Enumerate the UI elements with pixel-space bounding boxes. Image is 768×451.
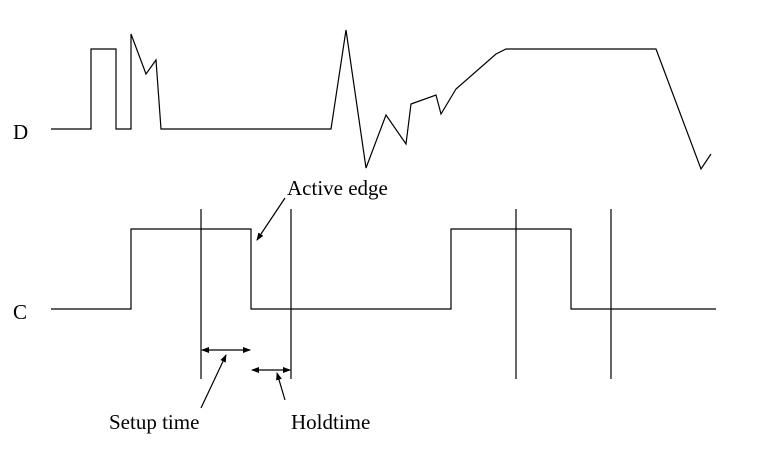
clock-signal-label: C: [13, 300, 27, 324]
data-waveform: [51, 29, 712, 171]
active-edge-pointer: [256, 197, 286, 241]
active-edge-label: Active edge: [287, 176, 388, 200]
data-signal-label: D: [13, 120, 28, 144]
timing-markers: [200, 209, 612, 379]
setup-time-label: Setup time: [109, 410, 199, 434]
hold-time-pointer: [276, 372, 286, 401]
clock-waveform: [51, 228, 716, 310]
setup-time-pointer: [200, 354, 227, 409]
hold-time-label: Holdtime: [291, 410, 370, 434]
